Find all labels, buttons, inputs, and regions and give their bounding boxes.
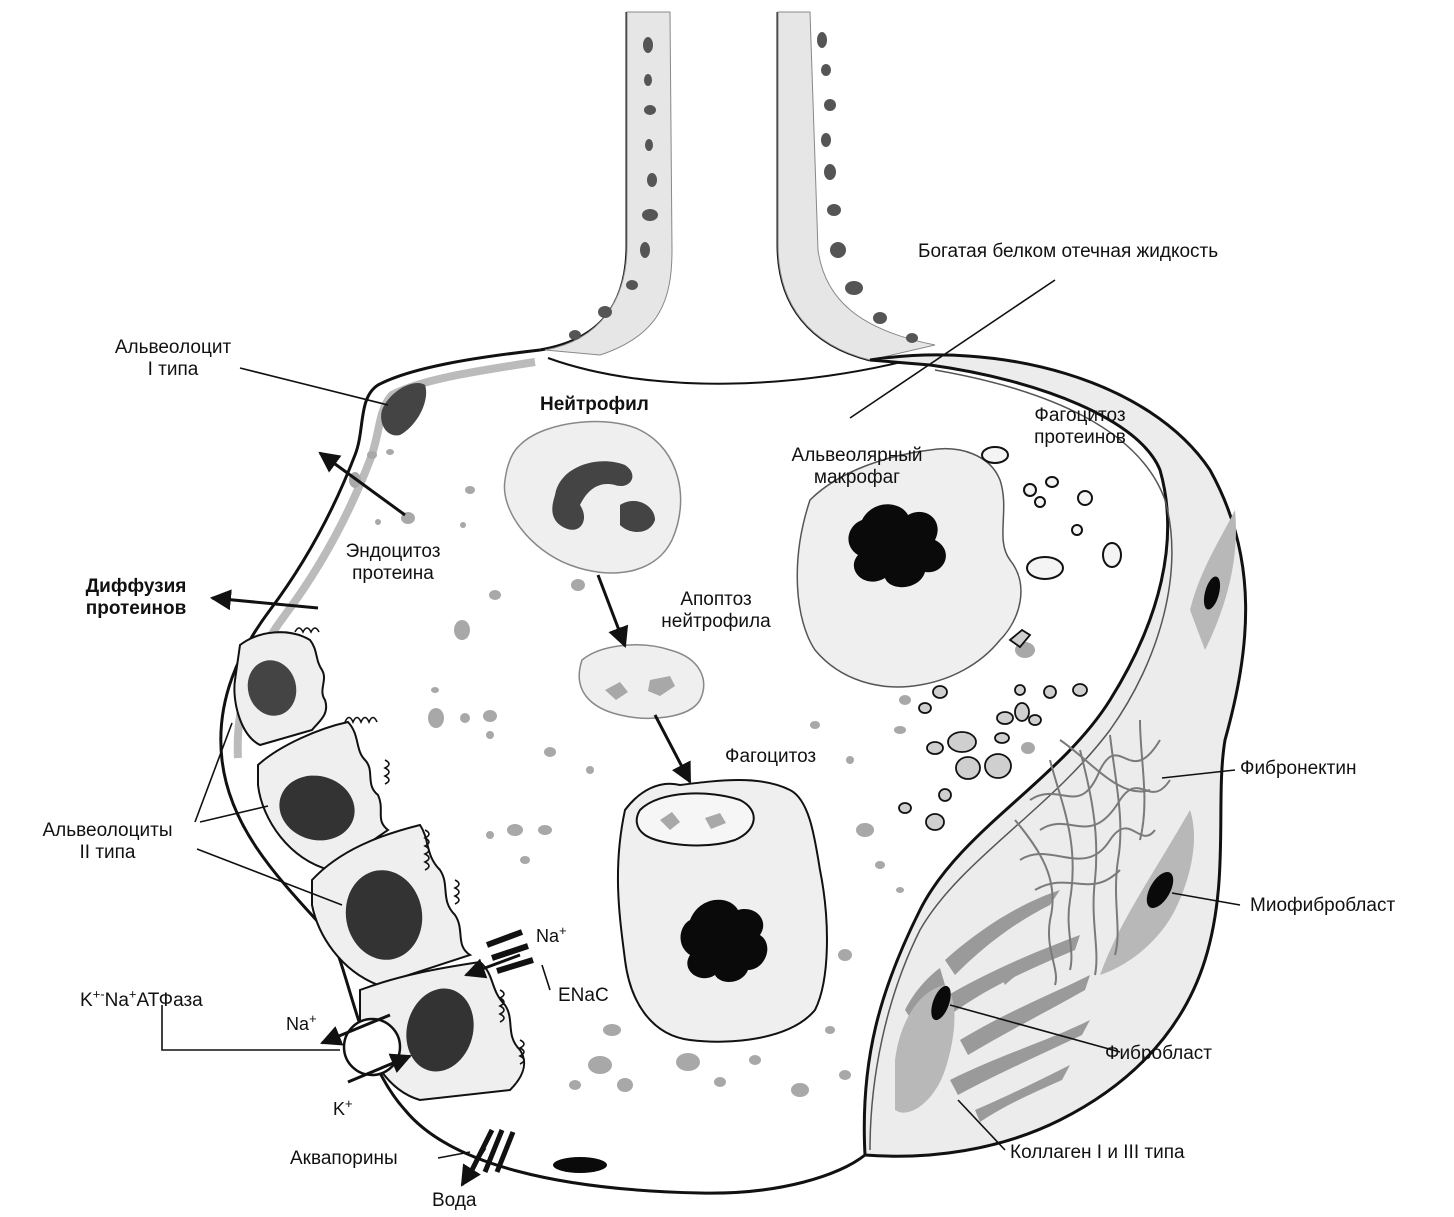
label-collagen: Коллаген I и III типа — [1010, 1142, 1185, 1164]
label-type1-line1: Альвеолоцит — [108, 337, 238, 359]
atpase-na-charge: + — [129, 987, 137, 1002]
label-aquaporins: Аквапорины — [290, 1148, 398, 1170]
bronchiole — [540, 12, 935, 384]
label-phago-proteins-line1: Фагоцитоз — [1010, 405, 1150, 427]
label-endocytosis-line2: протеина — [328, 563, 458, 585]
label-endocytosis: Эндоцитоз протеина — [328, 541, 458, 585]
label-phagocytosis-proteins: Фагоцитоз протеинов — [1010, 405, 1150, 449]
type1-alveolocyte-nucleus — [381, 383, 426, 435]
aquaporin-channels — [472, 1130, 513, 1172]
label-diffusion-line1: Диффузия — [66, 576, 206, 598]
apoptosis-arrow — [598, 575, 625, 646]
label-k-in: K+ — [333, 1098, 353, 1120]
label-apoptosis-line2: нейтрофила — [636, 611, 796, 633]
label-type2-alveolocytes: Альвеолоциты II типа — [10, 820, 205, 864]
apoptotic-neutrophil — [579, 645, 704, 718]
label-macrophage-line1: Альвеолярный — [762, 445, 952, 467]
label-water: Вода — [432, 1190, 476, 1212]
k-in-charge: + — [345, 1096, 353, 1111]
label-phago-proteins-line2: протеинов — [1010, 427, 1150, 449]
label-neutrophil: Нейтрофил — [540, 394, 649, 416]
label-na-out: Na+ — [286, 1013, 317, 1035]
k-in-symbol: K — [333, 1099, 345, 1119]
neutrophil-cell — [504, 422, 680, 573]
na-k-atpase-pump — [344, 1019, 400, 1075]
na-out-symbol: Na — [286, 1014, 309, 1034]
label-fibronectin: Фибронектин — [1240, 758, 1356, 780]
label-protein-edema: Богатая белком отечная жидкость — [918, 241, 1218, 263]
label-alveolar-macrophage: Альвеолярный макрофаг — [762, 445, 952, 489]
na-out-charge: + — [309, 1011, 317, 1026]
label-type1-line2: I типа — [108, 359, 238, 381]
na-enac-symbol: Na — [536, 926, 559, 946]
label-neutrophil-apoptosis: Апоптоз нейтрофила — [636, 589, 796, 633]
label-type1-alveolocyte: Альвеолоцит I типа — [108, 337, 238, 381]
label-diffusion-line2: протеинов — [66, 598, 206, 620]
atpase-suffix: АТФаза — [137, 990, 203, 1011]
label-na-k-atpase: K+-Na+АТФаза — [80, 990, 203, 1012]
label-endocytosis-line1: Эндоцитоз — [328, 541, 458, 563]
na-enac-charge: + — [559, 923, 567, 938]
label-fibroblast: Фибробласт — [1105, 1043, 1212, 1065]
phagocytosis-arrow — [655, 715, 690, 782]
label-na-enac: Na+ — [536, 925, 567, 947]
label-protein-diffusion: Диффузия протеинов — [66, 576, 206, 620]
label-apoptosis-line1: Апоптоз — [636, 589, 796, 611]
bronchiole-epithelium-right — [778, 12, 935, 360]
label-enac: ENaC — [558, 985, 609, 1007]
diffusion-arrow — [212, 598, 318, 608]
label-type2-line2: II типа — [10, 842, 205, 864]
label-macrophage-line2: макрофаг — [762, 467, 952, 489]
label-type2-line1: Альвеолоциты — [10, 820, 205, 842]
atpase-k-symbol: K — [80, 990, 93, 1011]
label-phagocytosis: Фагоцитоз — [725, 746, 816, 768]
label-myofibroblast: Миофибробласт — [1250, 895, 1395, 917]
bronchiole-wall-left — [540, 12, 627, 350]
endothelial-nucleus — [553, 1157, 607, 1173]
phagosome — [637, 793, 754, 845]
atpase-na-symbol: Na — [105, 990, 129, 1011]
atpase-k-charge: +- — [93, 987, 105, 1002]
